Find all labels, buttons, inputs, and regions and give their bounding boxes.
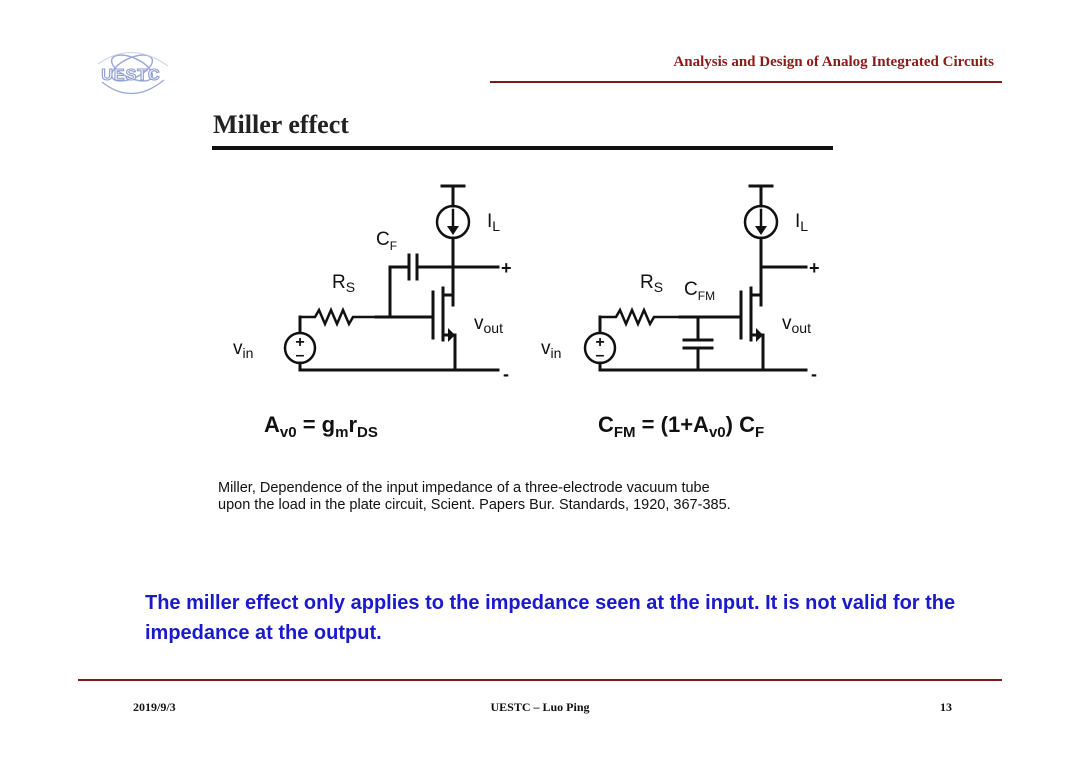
right-il-label: IL bbox=[795, 211, 808, 234]
slide-title: Miller effect bbox=[213, 110, 349, 139]
page-number: 13 bbox=[940, 700, 952, 714]
title-underline bbox=[212, 146, 833, 150]
svg-text:+: + bbox=[595, 334, 604, 351]
uestc-logo: UESTC bbox=[82, 44, 180, 104]
citation: Miller, Dependence of the input impedanc… bbox=[218, 480, 731, 514]
right-circuit bbox=[583, 184, 808, 372]
citation-line-1: Miller, Dependence of the input impedanc… bbox=[218, 480, 710, 496]
course-title: Analysis and Design of Analog Integrated… bbox=[673, 54, 994, 70]
logo-text: UESTC bbox=[101, 67, 160, 84]
left-minus: - bbox=[503, 364, 509, 384]
right-cfm-label: CFM bbox=[684, 279, 715, 303]
header-divider bbox=[490, 81, 1002, 83]
left-plus: + bbox=[501, 258, 512, 278]
footer-date: 2019/9/3 bbox=[133, 700, 176, 714]
left-gain-equation: Av0 = gmrDS bbox=[264, 412, 378, 441]
left-vin-label: vin bbox=[233, 338, 253, 361]
left-rs-label: RS bbox=[332, 272, 355, 295]
right-vin-label: vin bbox=[541, 338, 561, 361]
svg-text:–: – bbox=[596, 347, 605, 364]
left-il-label: IL bbox=[487, 211, 500, 234]
citation-line-2: upon the load in the plate circuit, Scie… bbox=[218, 497, 731, 513]
right-miller-cap-equation: CFM = (1+Av0) CF bbox=[598, 412, 764, 441]
left-vout-label: vout bbox=[474, 313, 503, 336]
left-circuit bbox=[283, 184, 500, 372]
footer-divider bbox=[78, 679, 1002, 681]
right-vout-label: vout bbox=[782, 313, 811, 336]
miller-effect-circuit-figure: +– +– vin RS CF IL + - vout Av0 = gmrDS … bbox=[200, 170, 860, 450]
svg-text:+: + bbox=[295, 334, 304, 351]
right-plus: + bbox=[809, 258, 820, 278]
svg-text:–: – bbox=[296, 347, 305, 364]
left-cf-label: CF bbox=[376, 229, 397, 253]
miller-effect-note: The miller effect only applies to the im… bbox=[145, 592, 956, 644]
footer-author: UESTC – Luo Ping bbox=[490, 700, 590, 714]
right-minus: - bbox=[811, 364, 817, 384]
right-rs-label: RS bbox=[640, 272, 663, 295]
